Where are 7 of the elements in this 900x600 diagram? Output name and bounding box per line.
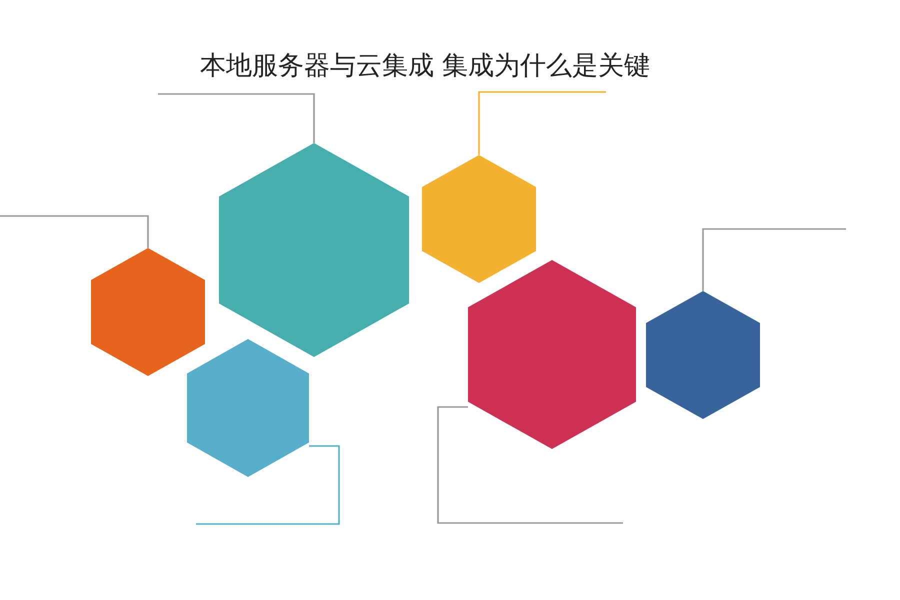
title: 本地服务器与云集成 集成为什么是关键: [198, 50, 652, 83]
leader-line: [702, 228, 846, 291]
leader-line: [437, 406, 623, 524]
leader-line: [196, 445, 340, 525]
leader-line: [158, 93, 315, 143]
leader-line: [478, 91, 606, 155]
leader-line: [0, 215, 149, 248]
